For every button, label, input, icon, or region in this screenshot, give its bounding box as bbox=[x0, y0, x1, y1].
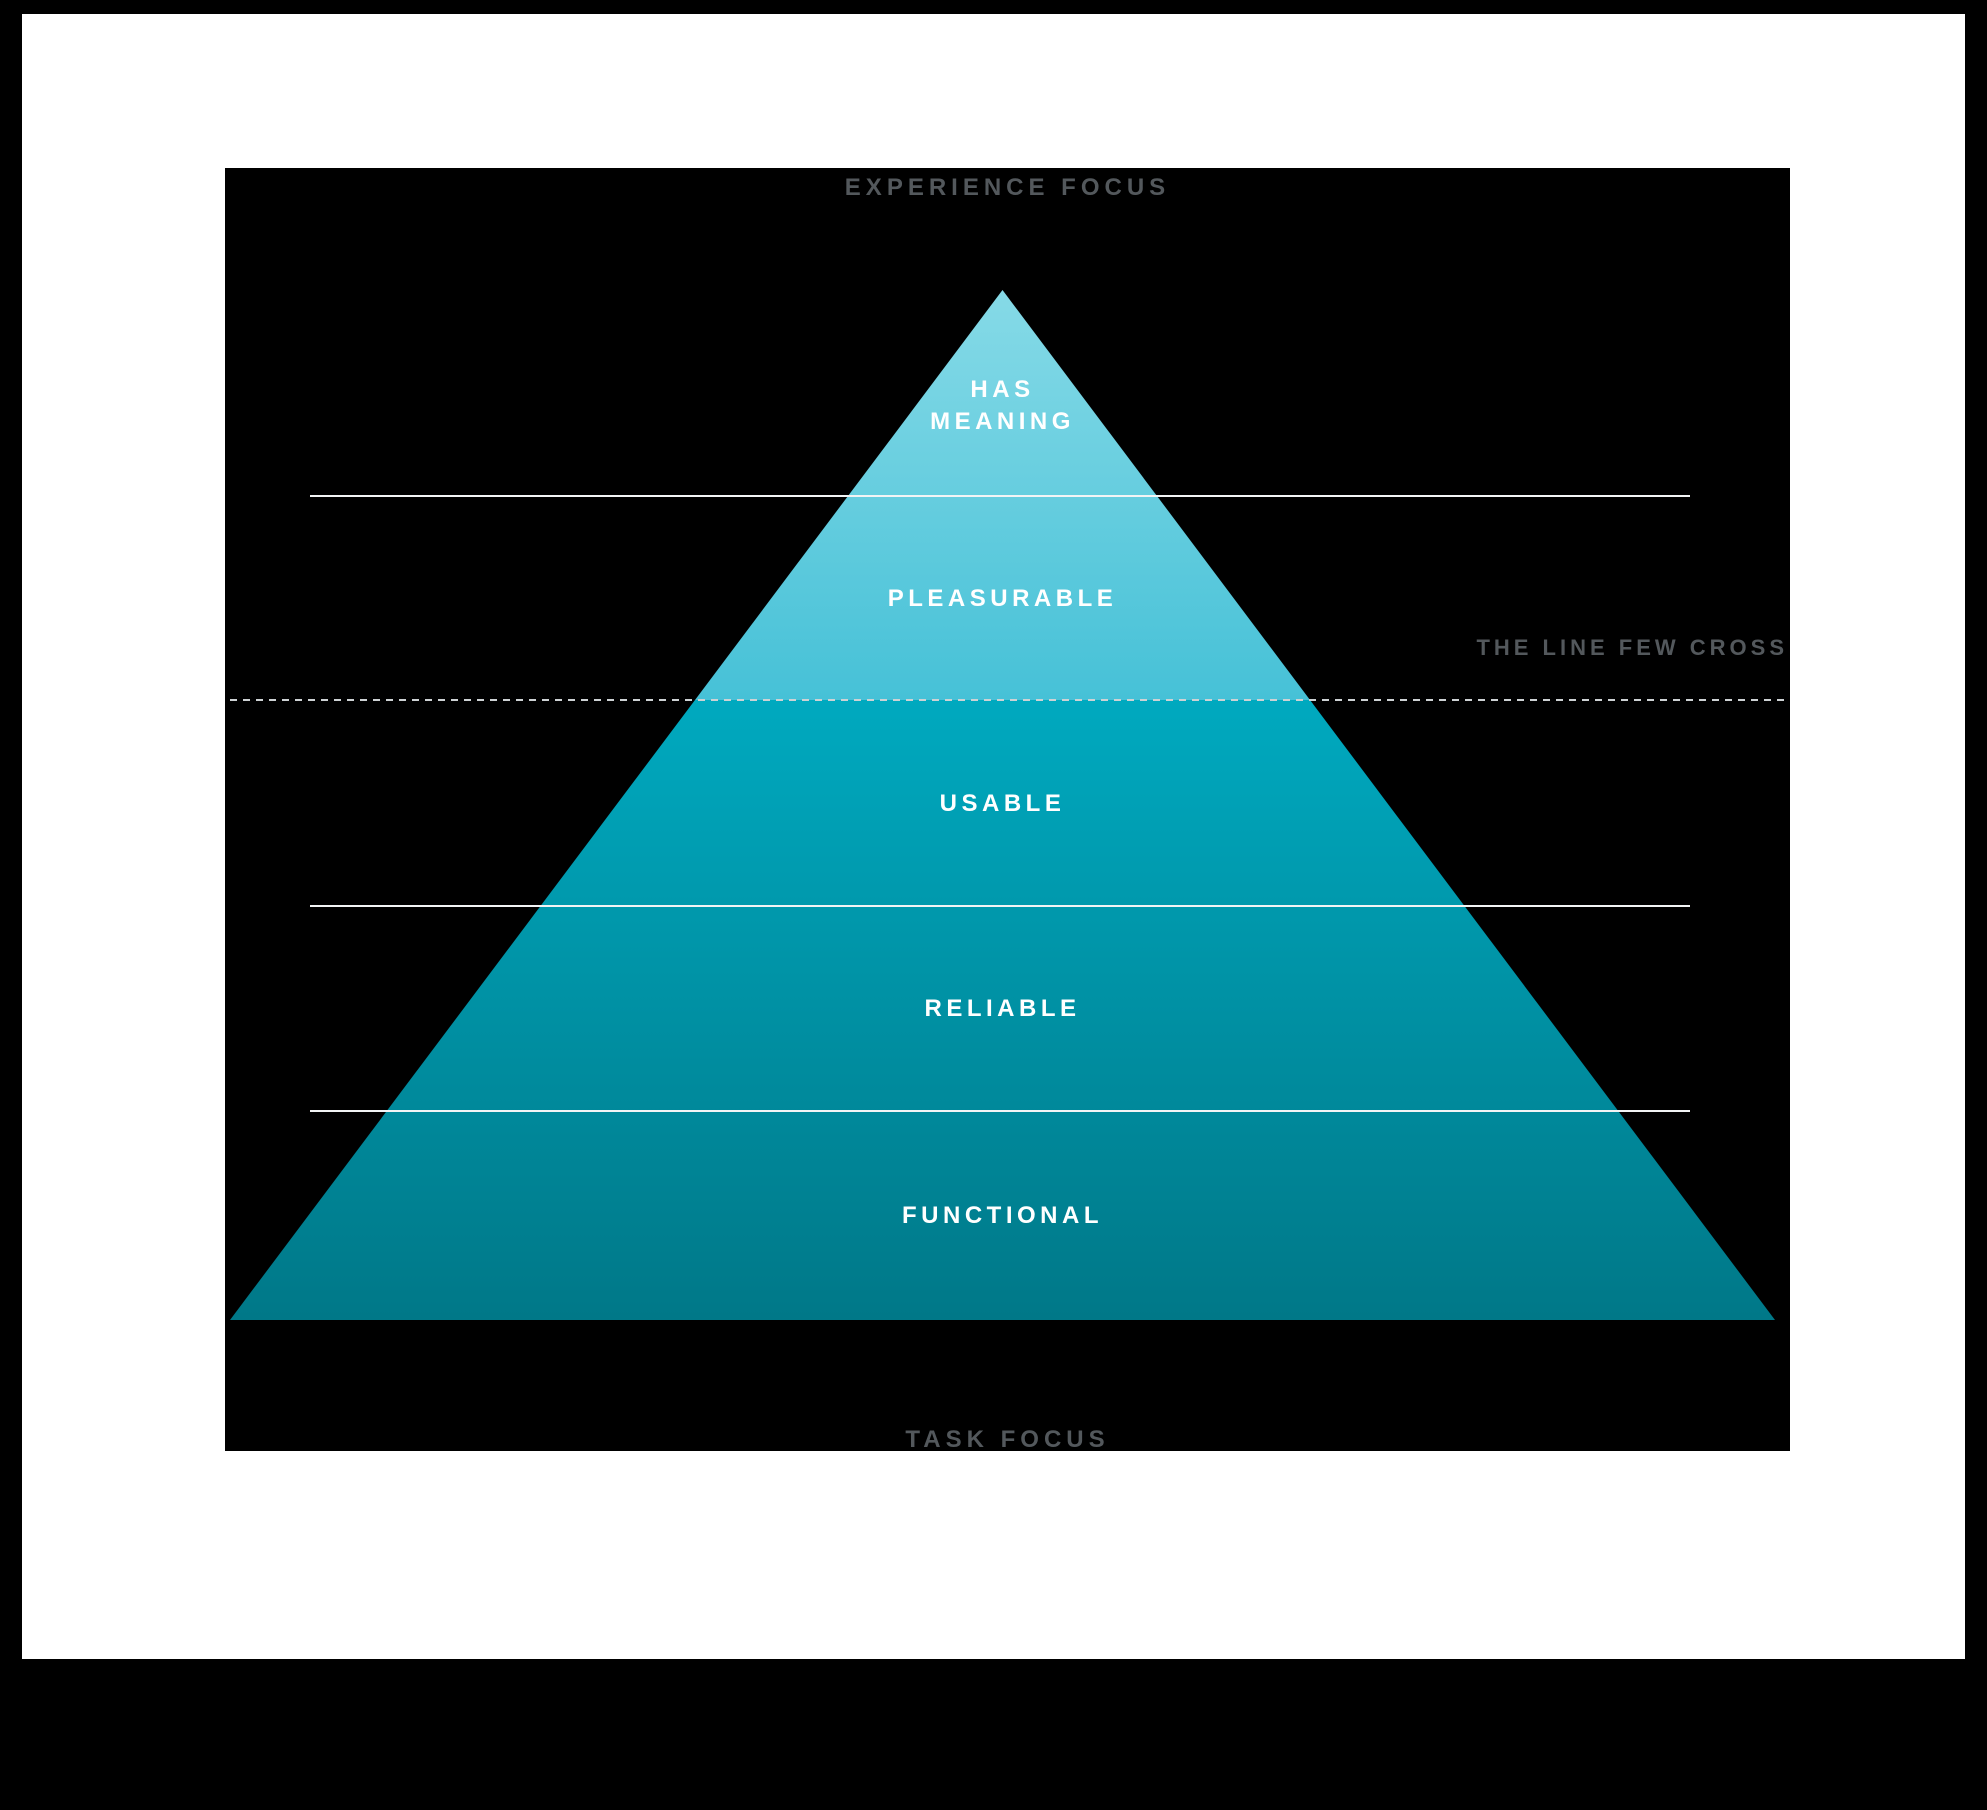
has-meaning-line-1: HAS bbox=[970, 376, 1035, 403]
pyramid-level-label-has-meaning: HAS MEANING bbox=[230, 374, 1775, 439]
pyramid-level-label-reliable: RELIABLE bbox=[924, 995, 1081, 1022]
pyramid-level-label-usable: USABLE bbox=[939, 790, 1066, 817]
level-separator-line-4 bbox=[310, 1110, 1690, 1112]
task-focus-label: TASK FOCUS bbox=[905, 1426, 1110, 1453]
level-separator-line-1 bbox=[310, 495, 1690, 497]
diagram-stage: EXPERIENCE FOCUS THE LINE FEW CROSS HAS … bbox=[225, 168, 1790, 1453]
experience-focus-label: EXPERIENCE FOCUS bbox=[844, 174, 1171, 201]
pyramid-level-label-functional: FUNCTIONAL bbox=[902, 1202, 1103, 1229]
dashed-threshold-line bbox=[230, 699, 1785, 701]
level-separator-line-3 bbox=[310, 905, 1690, 907]
pyramid-level-label-pleasurable: PLEASURABLE bbox=[887, 585, 1118, 612]
threshold-line-label: THE LINE FEW CROSS bbox=[1476, 635, 1788, 660]
has-meaning-line-2: MEANING bbox=[930, 408, 1075, 436]
